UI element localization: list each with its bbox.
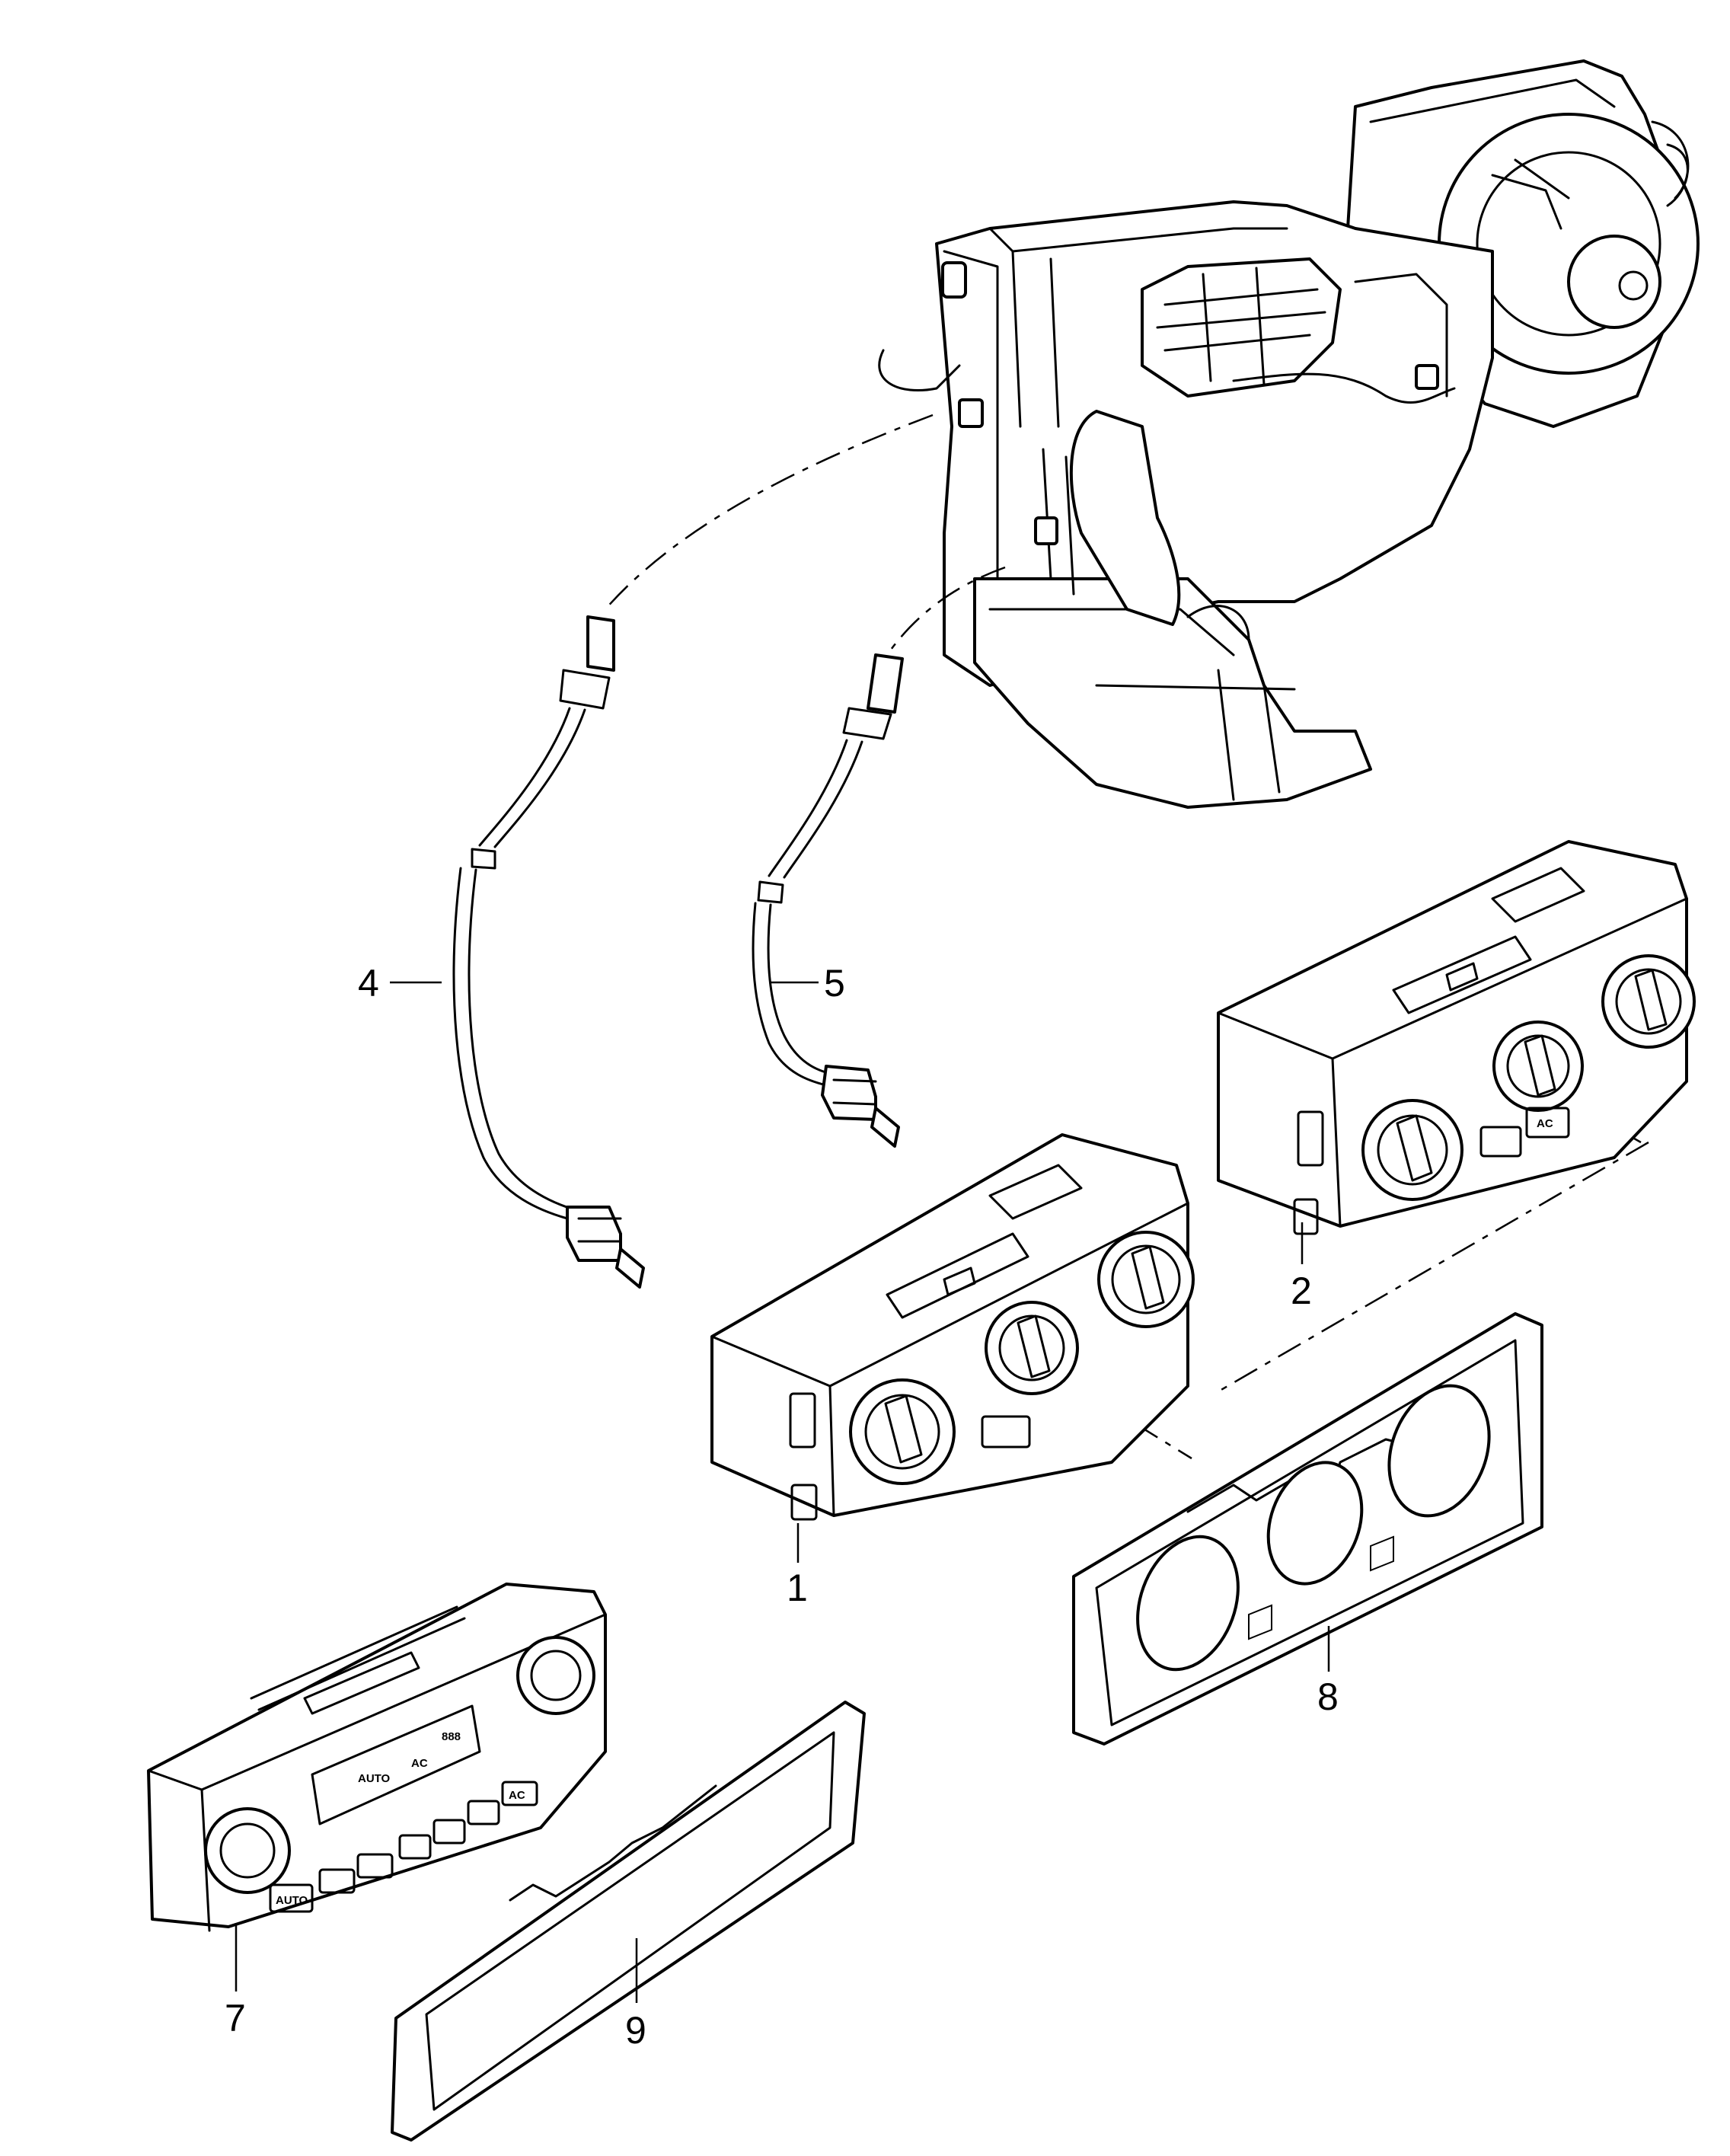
display-digits: 888 bbox=[442, 1730, 461, 1743]
svg-text:8: 8 bbox=[1317, 1675, 1339, 1718]
control-unit-2: AC bbox=[1217, 840, 1696, 1235]
control-unit-1 bbox=[710, 1133, 1195, 1521]
bowden-cable-4 bbox=[452, 615, 645, 1289]
callout-2: 2 bbox=[1291, 1222, 1312, 1312]
callout-1: 1 bbox=[787, 1523, 808, 1609]
climate-control-unit-7: AUTO 888 AC AUTO AC bbox=[147, 1583, 607, 1932]
callout-4: 4 bbox=[358, 962, 442, 1005]
ac-label-unit-2: AC bbox=[1537, 1117, 1553, 1130]
svg-text:7: 7 bbox=[225, 1997, 246, 2039]
trim-frame-9 bbox=[391, 1701, 866, 2142]
ac-button-label: AC bbox=[509, 1789, 525, 1802]
callout-labels: 1 2 4 5 7 8 9 bbox=[225, 962, 1339, 2052]
bowden-cable-5 bbox=[752, 653, 904, 1148]
auto-label-screen: AUTO bbox=[358, 1772, 391, 1785]
callout-8: 8 bbox=[1317, 1626, 1339, 1718]
trim-panel-8 bbox=[1072, 1312, 1543, 1746]
svg-text:4: 4 bbox=[358, 962, 379, 1005]
callout-9: 9 bbox=[625, 1938, 646, 2052]
svg-text:9: 9 bbox=[625, 2009, 646, 2052]
svg-text:5: 5 bbox=[824, 962, 845, 1005]
ac-label-screen: AC bbox=[411, 1757, 428, 1770]
svg-text:1: 1 bbox=[787, 1567, 808, 1609]
heater-unit-assembly bbox=[878, 59, 1700, 809]
callout-5: 5 bbox=[769, 962, 845, 1005]
svg-text:2: 2 bbox=[1291, 1270, 1312, 1312]
auto-button-label: AUTO bbox=[276, 1894, 308, 1907]
callout-7: 7 bbox=[225, 1923, 246, 2039]
